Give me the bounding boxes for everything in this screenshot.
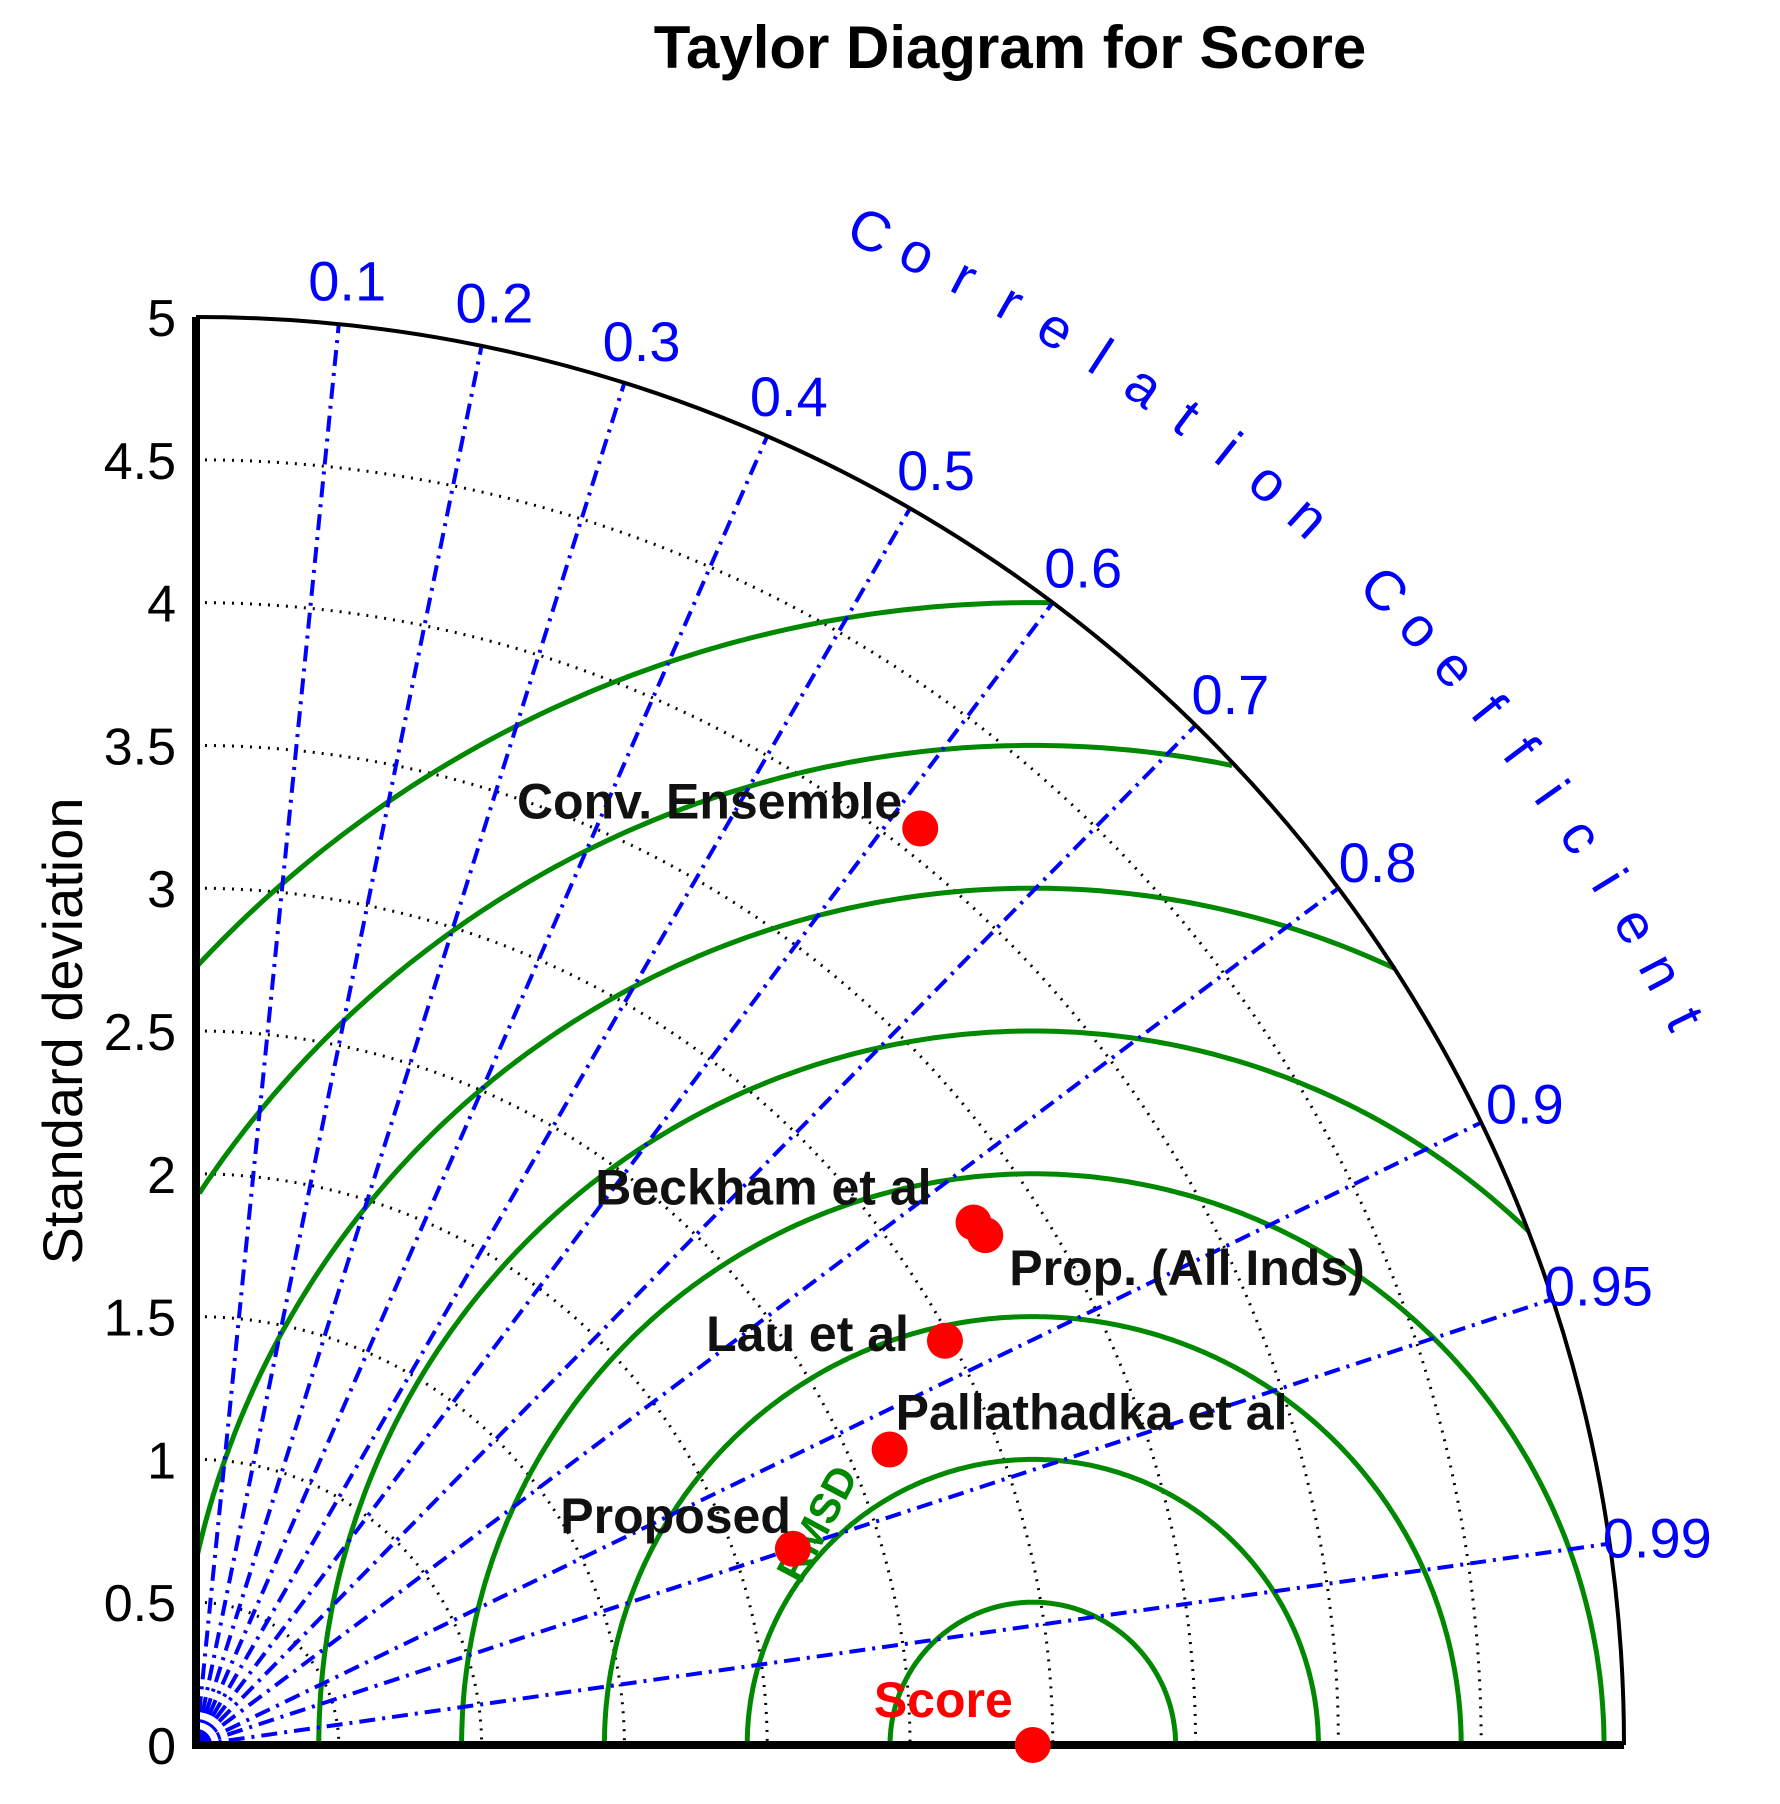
corr-ray-0.95 xyxy=(195,1297,1554,1747)
data-point-label-4: Pallathadka et al xyxy=(896,1384,1288,1440)
rmsd-contour-3.5 xyxy=(197,742,1233,1195)
rmsd-contours xyxy=(193,600,1607,1745)
corr-ray-0.3 xyxy=(194,382,627,1746)
corr-title-char: a xyxy=(1114,351,1176,421)
corr-title-char: l xyxy=(1079,327,1124,387)
std-arc-3 xyxy=(195,886,1055,1746)
chart-title: Taylor Diagram for Score xyxy=(654,14,1366,81)
reference-label: Score xyxy=(874,1672,1013,1728)
correlation-tick-labels: 0.1 0.2 0.3 0.4 0.5 0.6 0.7 0.8 0.9 0.95 0.99 xyxy=(308,249,1712,1569)
std-arc-4.5 xyxy=(195,458,1483,1746)
corr-title-char: o xyxy=(1237,448,1302,516)
corr-title-char: n xyxy=(1627,943,1697,1000)
axes xyxy=(192,315,1626,1749)
corr-tick-0.1: 0.1 xyxy=(308,249,386,312)
corr-title-char: i xyxy=(1204,420,1253,477)
std-tick-0: 0 xyxy=(147,1718,176,1776)
corr-ray-0.99 xyxy=(195,1541,1611,1747)
reference-point xyxy=(1014,1727,1051,1763)
data-point-label-2: Prop. (All Inds) xyxy=(1009,1240,1365,1296)
corr-title-char: f xyxy=(1460,682,1519,734)
data-point-3 xyxy=(926,1322,963,1359)
std-tick-2.5: 2.5 xyxy=(104,1004,176,1062)
corr-tick-0.8: 0.8 xyxy=(1339,831,1417,894)
std-tick-3: 3 xyxy=(147,861,176,919)
corr-title-char: e xyxy=(1602,896,1672,954)
std-arc-2 xyxy=(195,1172,769,1746)
corr-tick-0.6: 0.6 xyxy=(1044,536,1122,599)
std-tick-3.5: 3.5 xyxy=(104,718,176,776)
data-point-0 xyxy=(902,810,939,847)
std-tick-4.5: 4.5 xyxy=(104,433,176,491)
corr-tick-0.99: 0.99 xyxy=(1603,1506,1712,1569)
corr-title-char: c xyxy=(1548,807,1616,865)
y-axis-label: Standard deviation xyxy=(31,797,94,1264)
std-tick-1.5: 1.5 xyxy=(104,1290,176,1348)
std-arc-4 xyxy=(195,601,1340,1746)
corr-ray-0.8 xyxy=(194,886,1340,1747)
corr-title-char: t xyxy=(1654,998,1718,1040)
rmsd-contour-4 xyxy=(195,600,1053,968)
rmsd-contour-3 xyxy=(193,885,1396,1561)
corr-ray-0.9 xyxy=(195,1120,1483,1747)
corr-title-char: f xyxy=(1491,724,1551,775)
corr-tick-0.3: 0.3 xyxy=(603,310,681,373)
std-tick-0.5: 0.5 xyxy=(104,1575,176,1633)
corr-tick-0.9: 0.9 xyxy=(1486,1072,1564,1135)
data-point-4 xyxy=(871,1431,908,1468)
std-tick-1: 1 xyxy=(147,1432,176,1490)
data-point-label-5: Proposed xyxy=(560,1488,791,1544)
corr-ray-0.4 xyxy=(194,435,770,1746)
corr-title-char: o xyxy=(890,218,945,288)
corr-title-char: i xyxy=(1580,858,1640,902)
rmsd-contour-0.5 xyxy=(887,1599,1179,1745)
corr-ray-0.7 xyxy=(194,723,1198,1747)
corr-title-char: t xyxy=(1162,387,1212,447)
correlation-rays xyxy=(194,323,1611,1747)
data-point-label-1: Beckham et al xyxy=(595,1160,931,1216)
corr-tick-0.7: 0.7 xyxy=(1191,663,1269,726)
corr-ray-0.1 xyxy=(194,323,341,1746)
std-arc-1 xyxy=(195,1457,484,1746)
data-point-label-0: Conv. Ensemble xyxy=(517,774,902,830)
rmsd-contour-2.5 xyxy=(316,1028,1531,1745)
corr-title-char: e xyxy=(1421,635,1489,700)
rmsd-contour-2 xyxy=(459,1171,1607,1745)
corr-tick-0.95: 0.95 xyxy=(1544,1254,1653,1317)
data-point-label-3: Lau et al xyxy=(706,1306,909,1362)
corr-tick-0.5: 0.5 xyxy=(897,439,975,502)
corr-ray-0.6 xyxy=(194,601,1055,1747)
corr-title-char: r xyxy=(987,270,1034,334)
data-point-5 xyxy=(774,1530,811,1567)
rmsd-contour-1 xyxy=(744,1456,1321,1745)
corr-title-char: C xyxy=(839,194,902,268)
std-tick-labels: 0 0.5 1 1.5 2 2.5 3 3.5 4 4.5 5 xyxy=(104,290,176,1776)
data-point-2 xyxy=(967,1217,1004,1254)
rmsd-contour-1.5 xyxy=(601,1314,1464,1745)
std-tick-2: 2 xyxy=(147,1147,176,1205)
std-arc-3.5 xyxy=(195,743,1198,1746)
corr-title-char: r xyxy=(942,244,988,308)
corr-title-char: i xyxy=(1523,769,1582,815)
corr-ray-0.2 xyxy=(194,345,484,1746)
std-arc-2.5 xyxy=(195,1029,912,1746)
std-arc-1.5 xyxy=(195,1315,626,1746)
std-tick-5: 5 xyxy=(147,290,176,348)
std-tick-4: 4 xyxy=(147,576,176,634)
corr-title-char: e xyxy=(1027,293,1086,363)
outer-arc xyxy=(195,315,1626,1746)
corr-tick-0.4: 0.4 xyxy=(750,365,828,428)
corr-title-char: n xyxy=(1276,483,1341,551)
corr-ray-0.5 xyxy=(194,507,912,1747)
std-grid xyxy=(195,458,1483,1746)
corr-tick-0.2: 0.2 xyxy=(455,272,533,335)
